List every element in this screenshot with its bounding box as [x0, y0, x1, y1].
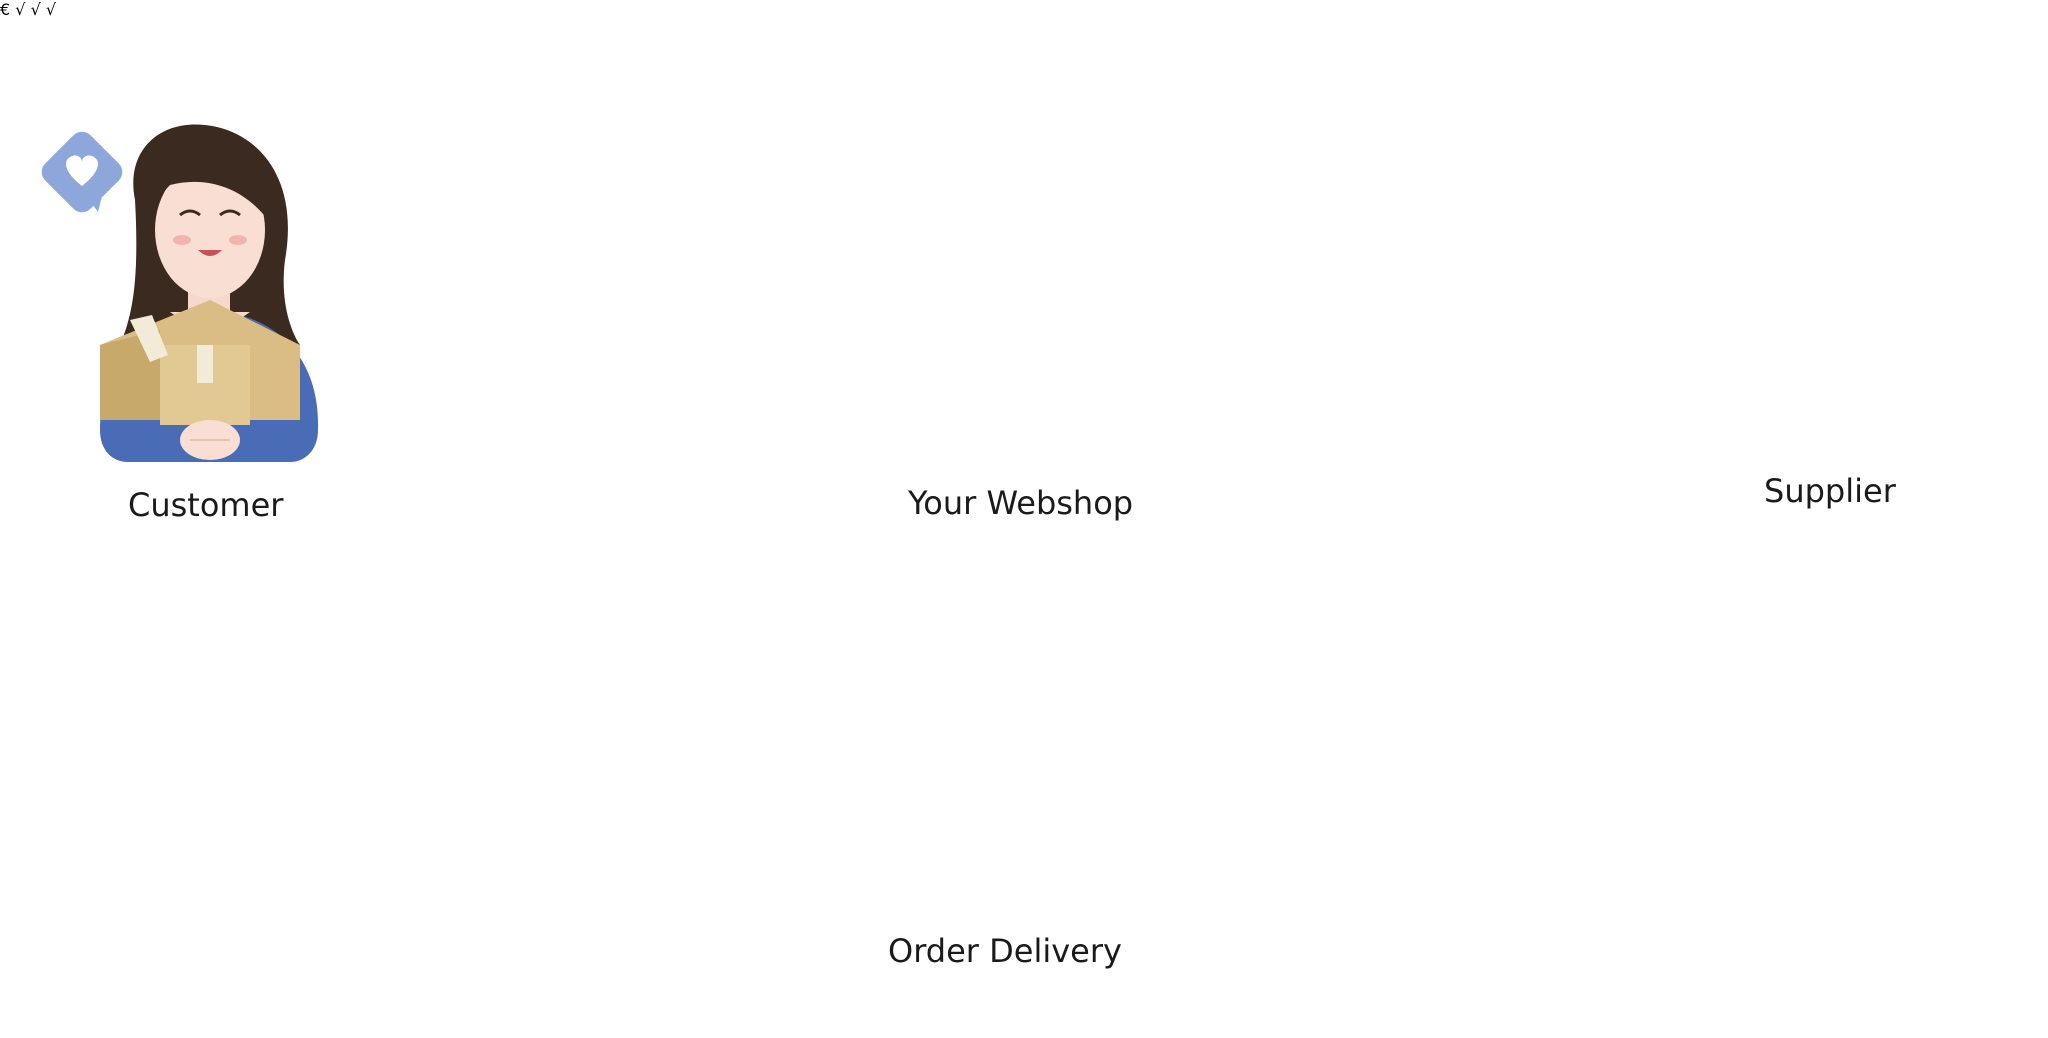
checkmark-icon: √	[15, 0, 26, 19]
supplier-label: Supplier	[1764, 472, 1896, 510]
euro-symbol-icon: €	[0, 0, 11, 19]
customer-figure	[41, 124, 319, 462]
order-clipboard-icon: √ √	[15, 0, 46, 19]
checkmark-icon: √	[45, 0, 57, 19]
customer-label: Customer	[128, 486, 284, 524]
webshop-label: Your Webshop	[908, 484, 1134, 522]
delivery-truck-icon: √	[46, 0, 56, 19]
checkmark-icon: √	[30, 0, 41, 19]
payment-cash-card-icon: €	[0, 0, 15, 19]
order-delivery-label: Order Delivery	[888, 932, 1122, 970]
connector-line-customer-payment: €	[0, 0, 1896, 970]
connector-line-webshop-order: √ √	[15, 0, 1896, 970]
heart-speech-bubble-icon	[41, 131, 123, 213]
